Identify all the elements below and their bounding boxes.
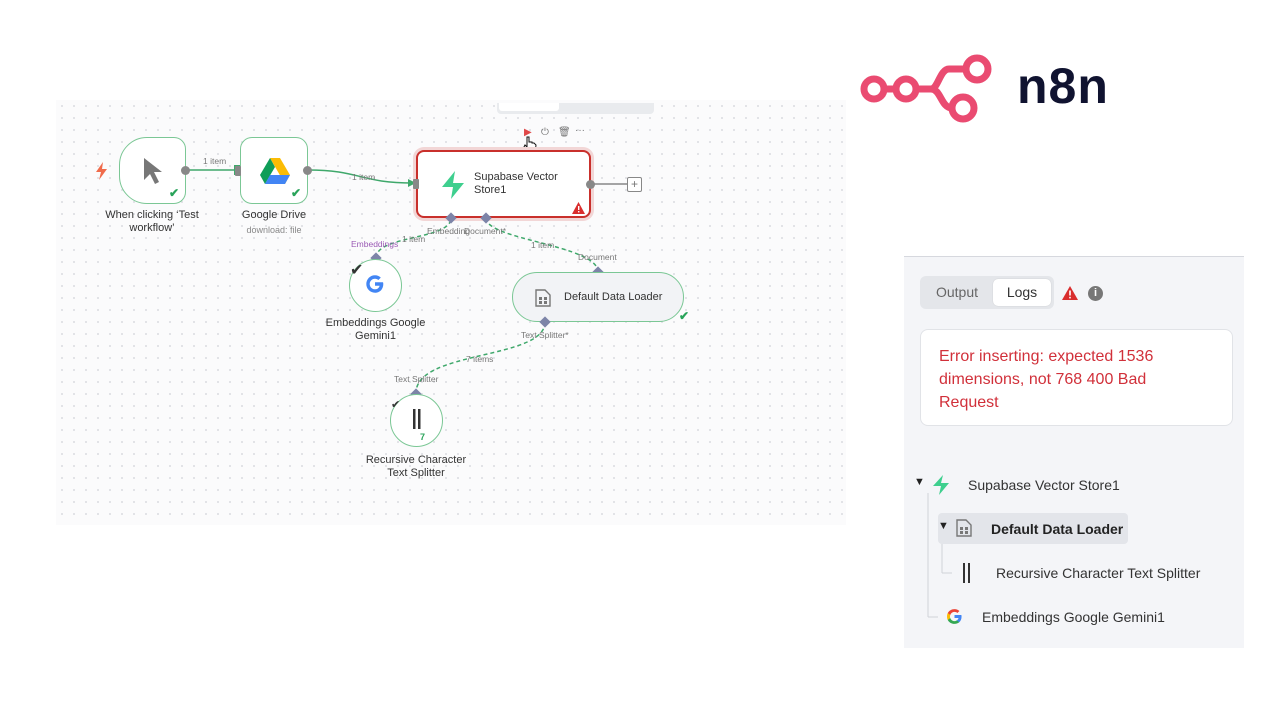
cursor-icon [144,158,162,184]
panel-tabs: Output Logs [920,276,1054,309]
success-check-icon: ✔ [291,186,302,200]
error-message-box: Error inserting: expected 1536 dimension… [920,329,1233,426]
document-icon [535,289,551,307]
n8n-wordmark: n8n [1017,58,1109,114]
item-count-badge: 7 [420,432,426,442]
port-label-embeddings: Embeddings [351,239,399,249]
chevron-down-icon[interactable]: ▼ [938,520,949,532]
node-text-splitter[interactable]: ✔ 7 [390,394,443,447]
success-check-icon: ✔ [169,186,180,200]
node-default-data-loader[interactable]: Default Data Loader ✔ [512,272,689,323]
success-check-icon: ✔ [350,262,364,279]
hand-cursor-icon [523,136,537,154]
node-supabase-label: Supabase Vector Store1 [474,171,558,196]
node-splitter-label: Recursive Character Text Splitter [365,454,467,479]
tree-item-label: Supabase Vector Store1 [968,477,1120,493]
edge-text-splitter [415,321,546,394]
node-trigger-label: When clicking ‘Test workflow’ [105,209,199,234]
warning-icon [572,202,585,214]
google-g-icon [947,609,962,624]
success-check-icon: ✔ [679,309,690,323]
drive-output-port[interactable] [303,166,312,175]
tree-item-selected-bg [938,513,1128,544]
edge-label-embeddings-item: 1 item [402,234,426,244]
supabase-input-port[interactable] [413,179,419,189]
node-loader-label: Default Data Loader [564,291,663,303]
node-manual-trigger[interactable]: ✔ [119,137,186,204]
port-label-text-splitter-in: Text Splitter* [521,330,569,340]
google-drive-icon [260,158,290,184]
supabase-icon [933,475,949,495]
splitter-icon [963,563,970,583]
node-drive-label: Google Drive [241,209,307,221]
node-embeddings-gemini[interactable]: ✔ [349,259,402,312]
trash-icon[interactable]: 🗑 [558,127,571,138]
splitter-icon [413,409,421,429]
n8n-logo-icon [860,54,992,123]
edge-document [485,217,599,273]
tree-item-label: Recursive Character Text Splitter [996,565,1201,581]
port-label-document: Document* [464,226,507,236]
document-icon [956,519,972,537]
drive-input-port[interactable] [235,166,241,176]
warning-icon [1062,286,1078,300]
tree-lines [927,493,952,618]
tab-output[interactable]: Output [935,284,979,300]
supabase-output-port[interactable] [586,180,595,189]
more-icon[interactable]: ··· [575,125,585,136]
error-message: Error inserting: expected 1536 dimension… [939,348,1154,411]
edge-embeddings [375,217,452,259]
tree-item-label: Embeddings Google Gemini1 [982,609,1165,625]
chevron-down-icon[interactable]: ▼ [914,476,925,488]
tab-logs[interactable]: Logs [993,279,1051,306]
edge-label-splitter-items: 7 items [466,354,494,364]
play-icon[interactable]: ▶ [524,127,532,138]
trigger-output-port[interactable] [181,166,190,175]
info-icon[interactable]: i [1088,286,1103,301]
google-g-icon [366,275,384,293]
node-google-drive[interactable]: ✔ [240,137,308,204]
port-label-text-splitter-out: Text Splitter [394,374,439,384]
logs-panel: Output Logs i Error inserting: expected … [904,256,1244,648]
edge-drive-supabase [307,169,414,184]
node-toolbar: ▶ ⏻ 🗑 ··· [522,125,592,139]
success-check-icon: ✔ [391,399,401,411]
port-label-document-out: Document [578,252,617,262]
edge-label-trigger-drive: 1 item [203,156,227,166]
port-label-embedding: Embedding [427,226,471,236]
node-supabase-vector-store[interactable]: Supabase Vector Store1 [416,150,591,218]
node-drive-subtitle: download: file [246,225,302,235]
bolt-icon [96,162,107,180]
tree-item-label: Default Data Loader [991,521,1124,537]
canvas-top-tab[interactable] [497,103,654,114]
edge-label-loader-item: 1 item [531,240,555,250]
edge-label-drive-supabase: 1 item [352,172,376,182]
node-embeddings-label: Embeddings Google Gemini1 [325,317,426,342]
power-icon[interactable]: ⏻ [541,127,549,138]
add-node-button[interactable]: + [627,177,642,192]
supabase-icon [442,171,464,199]
